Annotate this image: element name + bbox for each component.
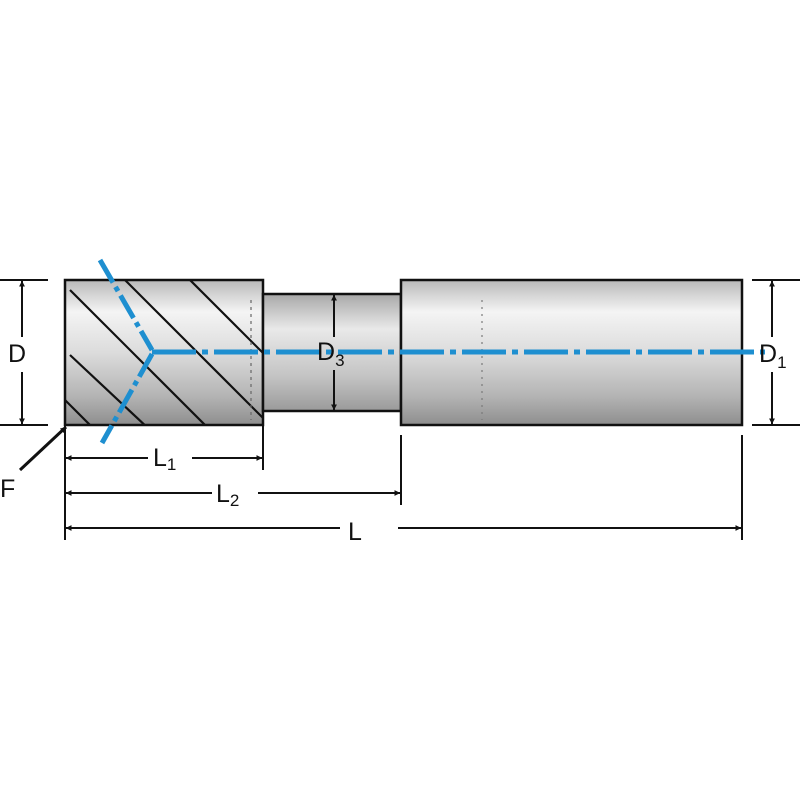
dim-label-D3: D3 xyxy=(317,338,345,370)
dim-label-L: L xyxy=(348,518,362,546)
dim-label-D1: D1 xyxy=(759,340,787,372)
chamfer-label-F: F xyxy=(0,475,15,503)
dim-label-L1: L1 xyxy=(153,444,176,474)
point-angle-lines xyxy=(97,258,155,445)
dim-label-L2: L2 xyxy=(216,480,239,510)
dim-label-D: D xyxy=(8,340,26,368)
chamfer-pointer-arrow xyxy=(18,425,68,472)
extension-lines xyxy=(0,279,800,540)
